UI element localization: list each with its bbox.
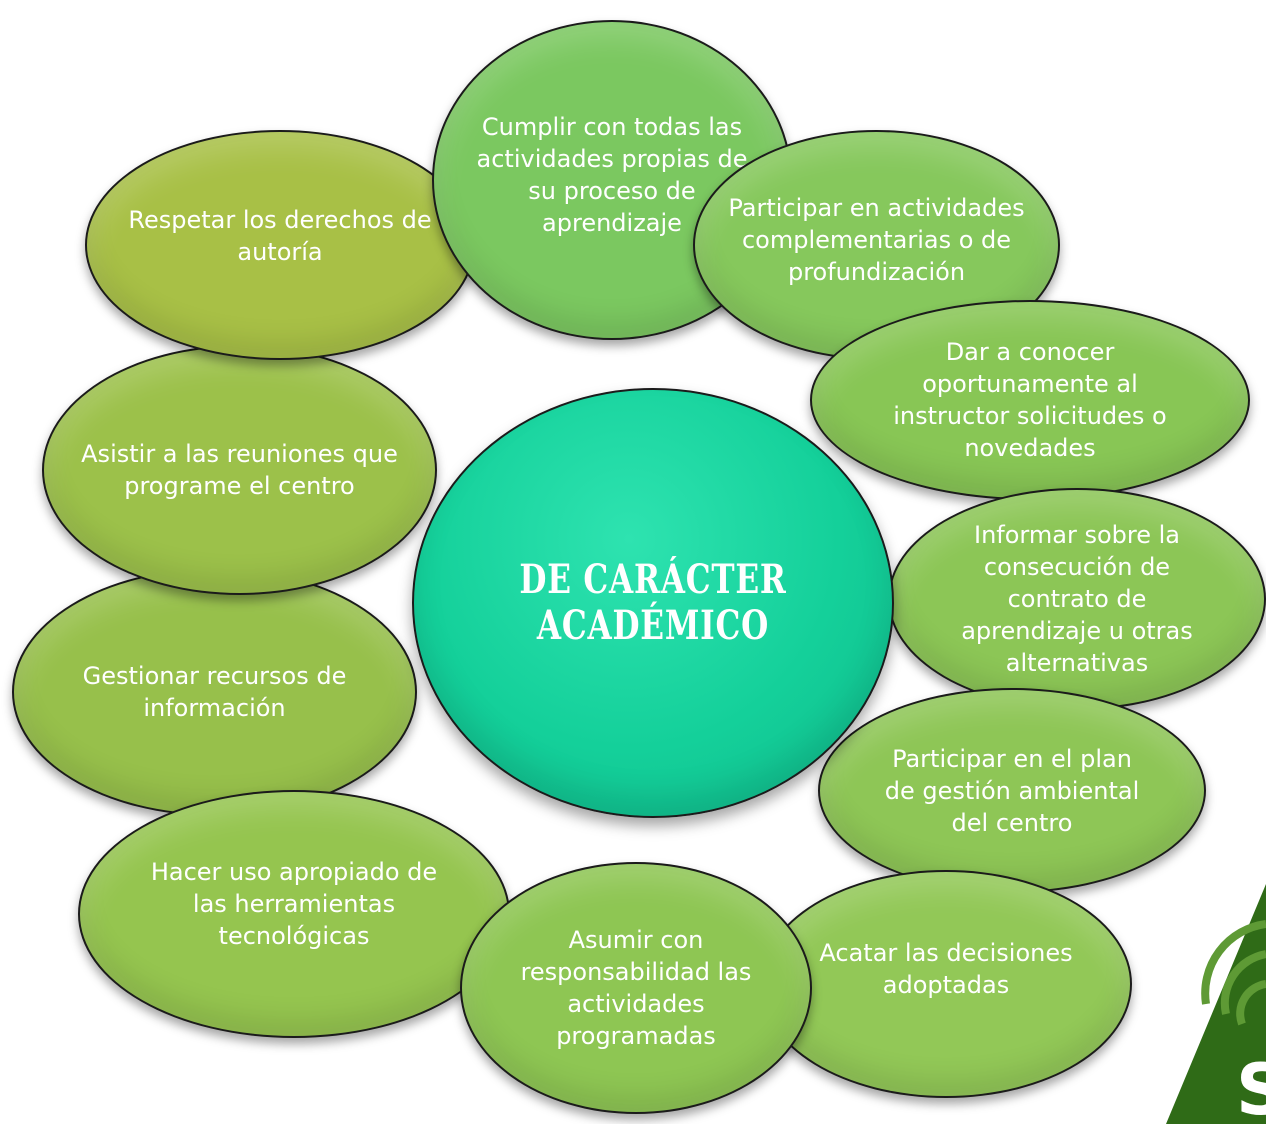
bubble-asumir-responsabilidad: Asumir con responsabilidad las actividad…: [460, 862, 812, 1114]
bubble-label: Participar en actividades complementaria…: [728, 194, 1025, 286]
bubble-label: Respetar los derechos de autoría: [128, 206, 432, 266]
bubble-label: Dar a conocer oportunamente al instructo…: [893, 338, 1167, 462]
bubble-label: Informar sobre la consecución de contrat…: [961, 521, 1193, 677]
bubble-label: Asistir a las reuniones que programe el …: [81, 440, 398, 500]
bubble-dar-conocer: Dar a conocer oportunamente al instructo…: [810, 300, 1250, 500]
bubble-plan-ambiental: Participar en el plan de gestión ambient…: [818, 688, 1206, 893]
bubble-label: Gestionar recursos de información: [82, 662, 347, 722]
bubble-hacer-uso: Hacer uso apropiado de las herramientas …: [78, 790, 510, 1038]
bubble-label: Hacer uso apropiado de las herramientas …: [150, 858, 438, 950]
bubble-respetar-derechos: Respetar los derechos de autoría: [85, 130, 475, 360]
bubble-label: Acatar las decisiones adoptadas: [819, 939, 1073, 999]
bubble-asistir-reuniones: Asistir a las reuniones que programe el …: [42, 345, 437, 595]
bubble-informar-contrato: Informar sobre la consecución de contrat…: [888, 488, 1266, 710]
bubble-label: Participar en el plan de gestión ambient…: [884, 744, 1140, 837]
svg-text:S: S: [1236, 1049, 1266, 1124]
center-title: DE CARÁCTER ACADÉMICO: [519, 556, 787, 649]
bubble-label: Asumir con responsabilidad las actividad…: [520, 926, 752, 1050]
bubble-gestionar-recursos: Gestionar recursos de información: [12, 568, 417, 816]
bubble-label: Cumplir con todas las actividades propia…: [476, 113, 748, 237]
sena-logo-icon: S: [1166, 884, 1266, 1124]
center-circle: DE CARÁCTER ACADÉMICO: [412, 388, 894, 818]
bubble-acatar-decisiones: Acatar las decisiones adoptadas: [760, 870, 1132, 1098]
